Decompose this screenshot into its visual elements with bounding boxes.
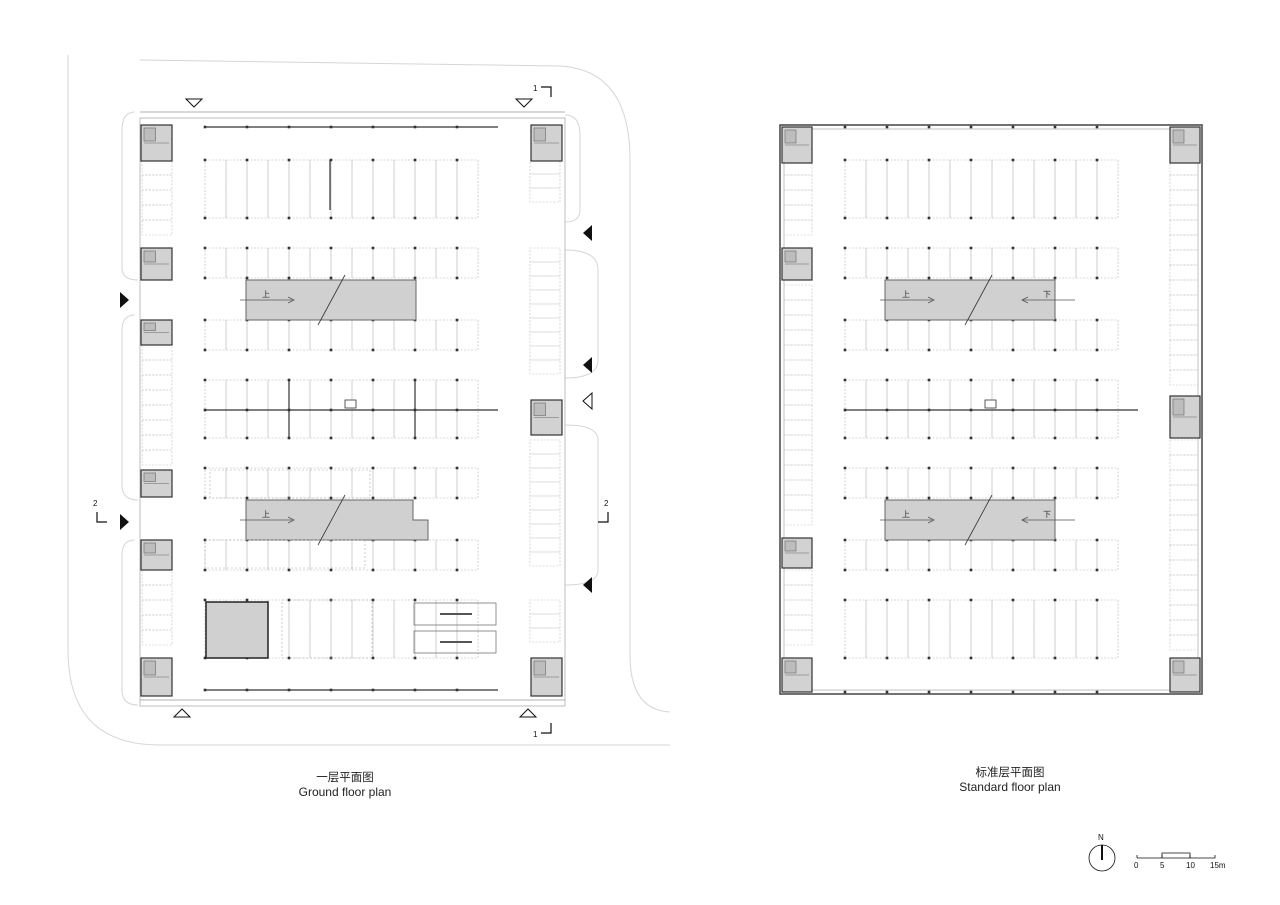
scale-tick-5: 5 bbox=[1160, 861, 1165, 870]
ground-ramp-upper bbox=[240, 274, 417, 326]
standard-stair-cores bbox=[781, 126, 1201, 693]
standard-ramp-label-3: 上 bbox=[902, 510, 910, 519]
scale-bar bbox=[1136, 852, 1216, 859]
standard-ramp-label-2: 下 bbox=[1043, 290, 1051, 299]
section-label-1-top: 1 bbox=[533, 84, 538, 93]
ground-ramp-lower bbox=[240, 494, 429, 546]
standard-plan-title-en: Standard floor plan bbox=[959, 780, 1061, 794]
ground-plan-title-cn: 一层平面图 bbox=[316, 770, 374, 784]
ground-building bbox=[139, 111, 566, 707]
ground-plan-caption: 一层平面图 Ground floor plan bbox=[245, 770, 445, 800]
ground-plan-title-en: Ground floor plan bbox=[298, 785, 392, 799]
scale-tick-0: 0 bbox=[1134, 861, 1139, 870]
section-label-2-right: 2 bbox=[604, 499, 609, 508]
standard-plan-caption: 标准层平面图 Standard floor plan bbox=[910, 765, 1110, 795]
section-mark-2-right bbox=[598, 512, 609, 523]
ground-entrance-markers bbox=[120, 98, 593, 718]
section-mark-2-left bbox=[96, 512, 107, 523]
scale-tick-10: 10 bbox=[1186, 861, 1195, 870]
north-arrow-icon bbox=[1088, 844, 1116, 872]
ground-ramp-label-1: 上 bbox=[262, 290, 270, 299]
standard-ramp-lower bbox=[880, 494, 1075, 546]
standard-ramp-label-1: 上 bbox=[902, 290, 910, 299]
ground-center-divider bbox=[205, 160, 498, 438]
ground-service-room bbox=[205, 601, 269, 659]
ground-parking-stalls bbox=[141, 125, 561, 692]
section-mark-1-bottom bbox=[541, 723, 552, 734]
ground-equipment-bays bbox=[413, 602, 497, 654]
ground-accessible-stalls bbox=[204, 469, 373, 659]
scale-tick-15m: 15m bbox=[1210, 861, 1226, 870]
standard-ramp-upper bbox=[880, 274, 1075, 326]
standard-parking-stalls bbox=[783, 125, 1199, 694]
standard-plan-title-cn: 标准层平面图 bbox=[975, 765, 1045, 779]
standard-center-divider bbox=[845, 399, 1138, 411]
north-label: N bbox=[1098, 833, 1104, 842]
section-mark-1-top bbox=[541, 86, 552, 97]
section-label-2-left: 2 bbox=[93, 499, 98, 508]
ground-site-outline bbox=[67, 55, 671, 746]
standard-ramp-label-4: 下 bbox=[1043, 510, 1051, 519]
ground-stair-cores bbox=[140, 124, 563, 697]
section-label-1-bottom: 1 bbox=[533, 730, 538, 739]
ground-ramp-label-2: 上 bbox=[262, 510, 270, 519]
